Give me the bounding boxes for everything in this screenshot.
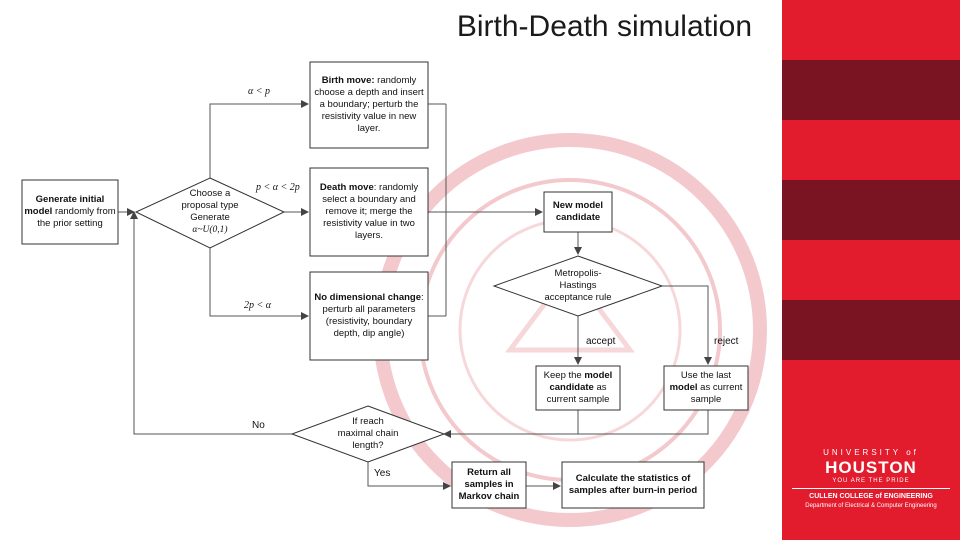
ifreach-line3: length?	[352, 440, 384, 451]
choose-line3: Generate	[190, 212, 230, 223]
choose-line4: α~U(0,1)	[192, 225, 228, 235]
ifreach-line2: maximal chain	[337, 428, 399, 439]
reject-label: reject	[714, 336, 739, 347]
uselast-node: Use the last model as current sample	[666, 368, 746, 408]
generate-node-bold: Generate initial model	[24, 194, 105, 217]
death-node-text: : randomly select a boundary and remove …	[322, 182, 419, 241]
calculate-box	[561, 461, 705, 509]
nodim-node-text: : perturb all parameters (resistivity, b…	[322, 292, 424, 339]
nodim-condition-label: 2p < α	[244, 300, 271, 311]
metropolis-line3: acceptance rule	[544, 292, 612, 303]
keep-post: as current sample	[546, 382, 610, 405]
sidebar-band-1	[782, 0, 960, 60]
sidebar-band-7	[782, 360, 960, 420]
metropolis-line2: Hastings	[559, 280, 597, 291]
yes-label: Yes	[374, 468, 391, 479]
birth-condition-label: α < p	[248, 86, 270, 97]
sidebar-band-5	[782, 240, 960, 300]
birth-node: Birth move: randomly choose a depth and …	[314, 66, 424, 144]
keep-box	[535, 365, 621, 411]
uh-college: CULLEN COLLEGE of ENGINEERING	[809, 493, 933, 500]
uh-divider	[792, 488, 950, 489]
accept-label: accept	[586, 336, 616, 347]
metropolis-diamond	[492, 255, 664, 317]
uselast-pre: Use the last	[680, 370, 732, 381]
choose-node: Choose a proposal type Generate α~U(0,1)	[160, 186, 260, 238]
uselast-post: as current sample	[690, 382, 743, 405]
ifreach-line1: If reach	[352, 416, 384, 427]
keep-bold: model candidate	[549, 370, 613, 393]
metropolis-line1: Metropolis-	[554, 268, 602, 279]
keep-node: Keep the model candidate as current samp…	[538, 368, 618, 408]
sidebar-band-2	[782, 60, 960, 120]
nodim-node: No dimensional change: perturb all param…	[314, 276, 424, 356]
uselast-bold: model	[669, 382, 698, 393]
flowchart-connectors	[21, 61, 749, 509]
birth-node-bold: Birth move:	[321, 75, 375, 86]
return-box	[451, 461, 527, 509]
sidebar-band-4	[782, 180, 960, 240]
metropolis-node: Metropolis- Hastings acceptance rule	[528, 264, 628, 308]
death-box	[309, 167, 429, 257]
slide-title: Birth-Death simulation	[456, 10, 752, 43]
death-condition-label: p < α < 2p	[256, 182, 300, 193]
uh-university-of: UNIVERSITY of	[823, 448, 919, 457]
nodim-node-bold: No dimensional change	[314, 292, 421, 303]
birth-box	[309, 61, 429, 149]
uh-department: Department of Electrical & Computer Engi…	[805, 503, 937, 509]
nodim-box	[309, 271, 429, 361]
calculate-node: Calculate the statistics of samples afte…	[568, 473, 698, 496]
return-node: Return all samples in Markov chain	[458, 467, 520, 502]
birth-node-text: randomly choose a depth and insert a bou…	[314, 75, 424, 134]
sidebar-band-3	[782, 120, 960, 180]
newmodel-box	[543, 191, 613, 233]
uh-houston-logo: HOUSTON	[825, 458, 917, 477]
choose-diamond	[134, 177, 286, 249]
brand-sidebar: UNIVERSITY of HOUSTON YOU ARE THE PRIDE …	[782, 0, 960, 540]
generate-node: Generate initial model randomly from the…	[24, 182, 116, 242]
death-node: Death move: randomly select a boundary a…	[314, 172, 424, 252]
newmodel-node: New model candidate	[552, 200, 604, 223]
sidebar-band-6	[782, 300, 960, 360]
generate-node-text: randomly from the prior setting	[37, 206, 116, 229]
generate-box	[21, 179, 119, 245]
choose-line1: Choose a	[189, 188, 231, 199]
ifreach-node: If reach maximal chain length?	[318, 412, 418, 456]
uselast-box	[663, 365, 749, 411]
death-node-bold: Death move	[319, 182, 374, 193]
sidebar-band-8	[782, 420, 960, 540]
ifreach-diamond	[290, 405, 446, 463]
no-label: No	[252, 420, 265, 431]
choose-line2: proposal type	[181, 200, 239, 211]
keep-pre: Keep the	[543, 370, 585, 381]
uh-tagline: YOU ARE THE PRIDE	[832, 478, 910, 484]
